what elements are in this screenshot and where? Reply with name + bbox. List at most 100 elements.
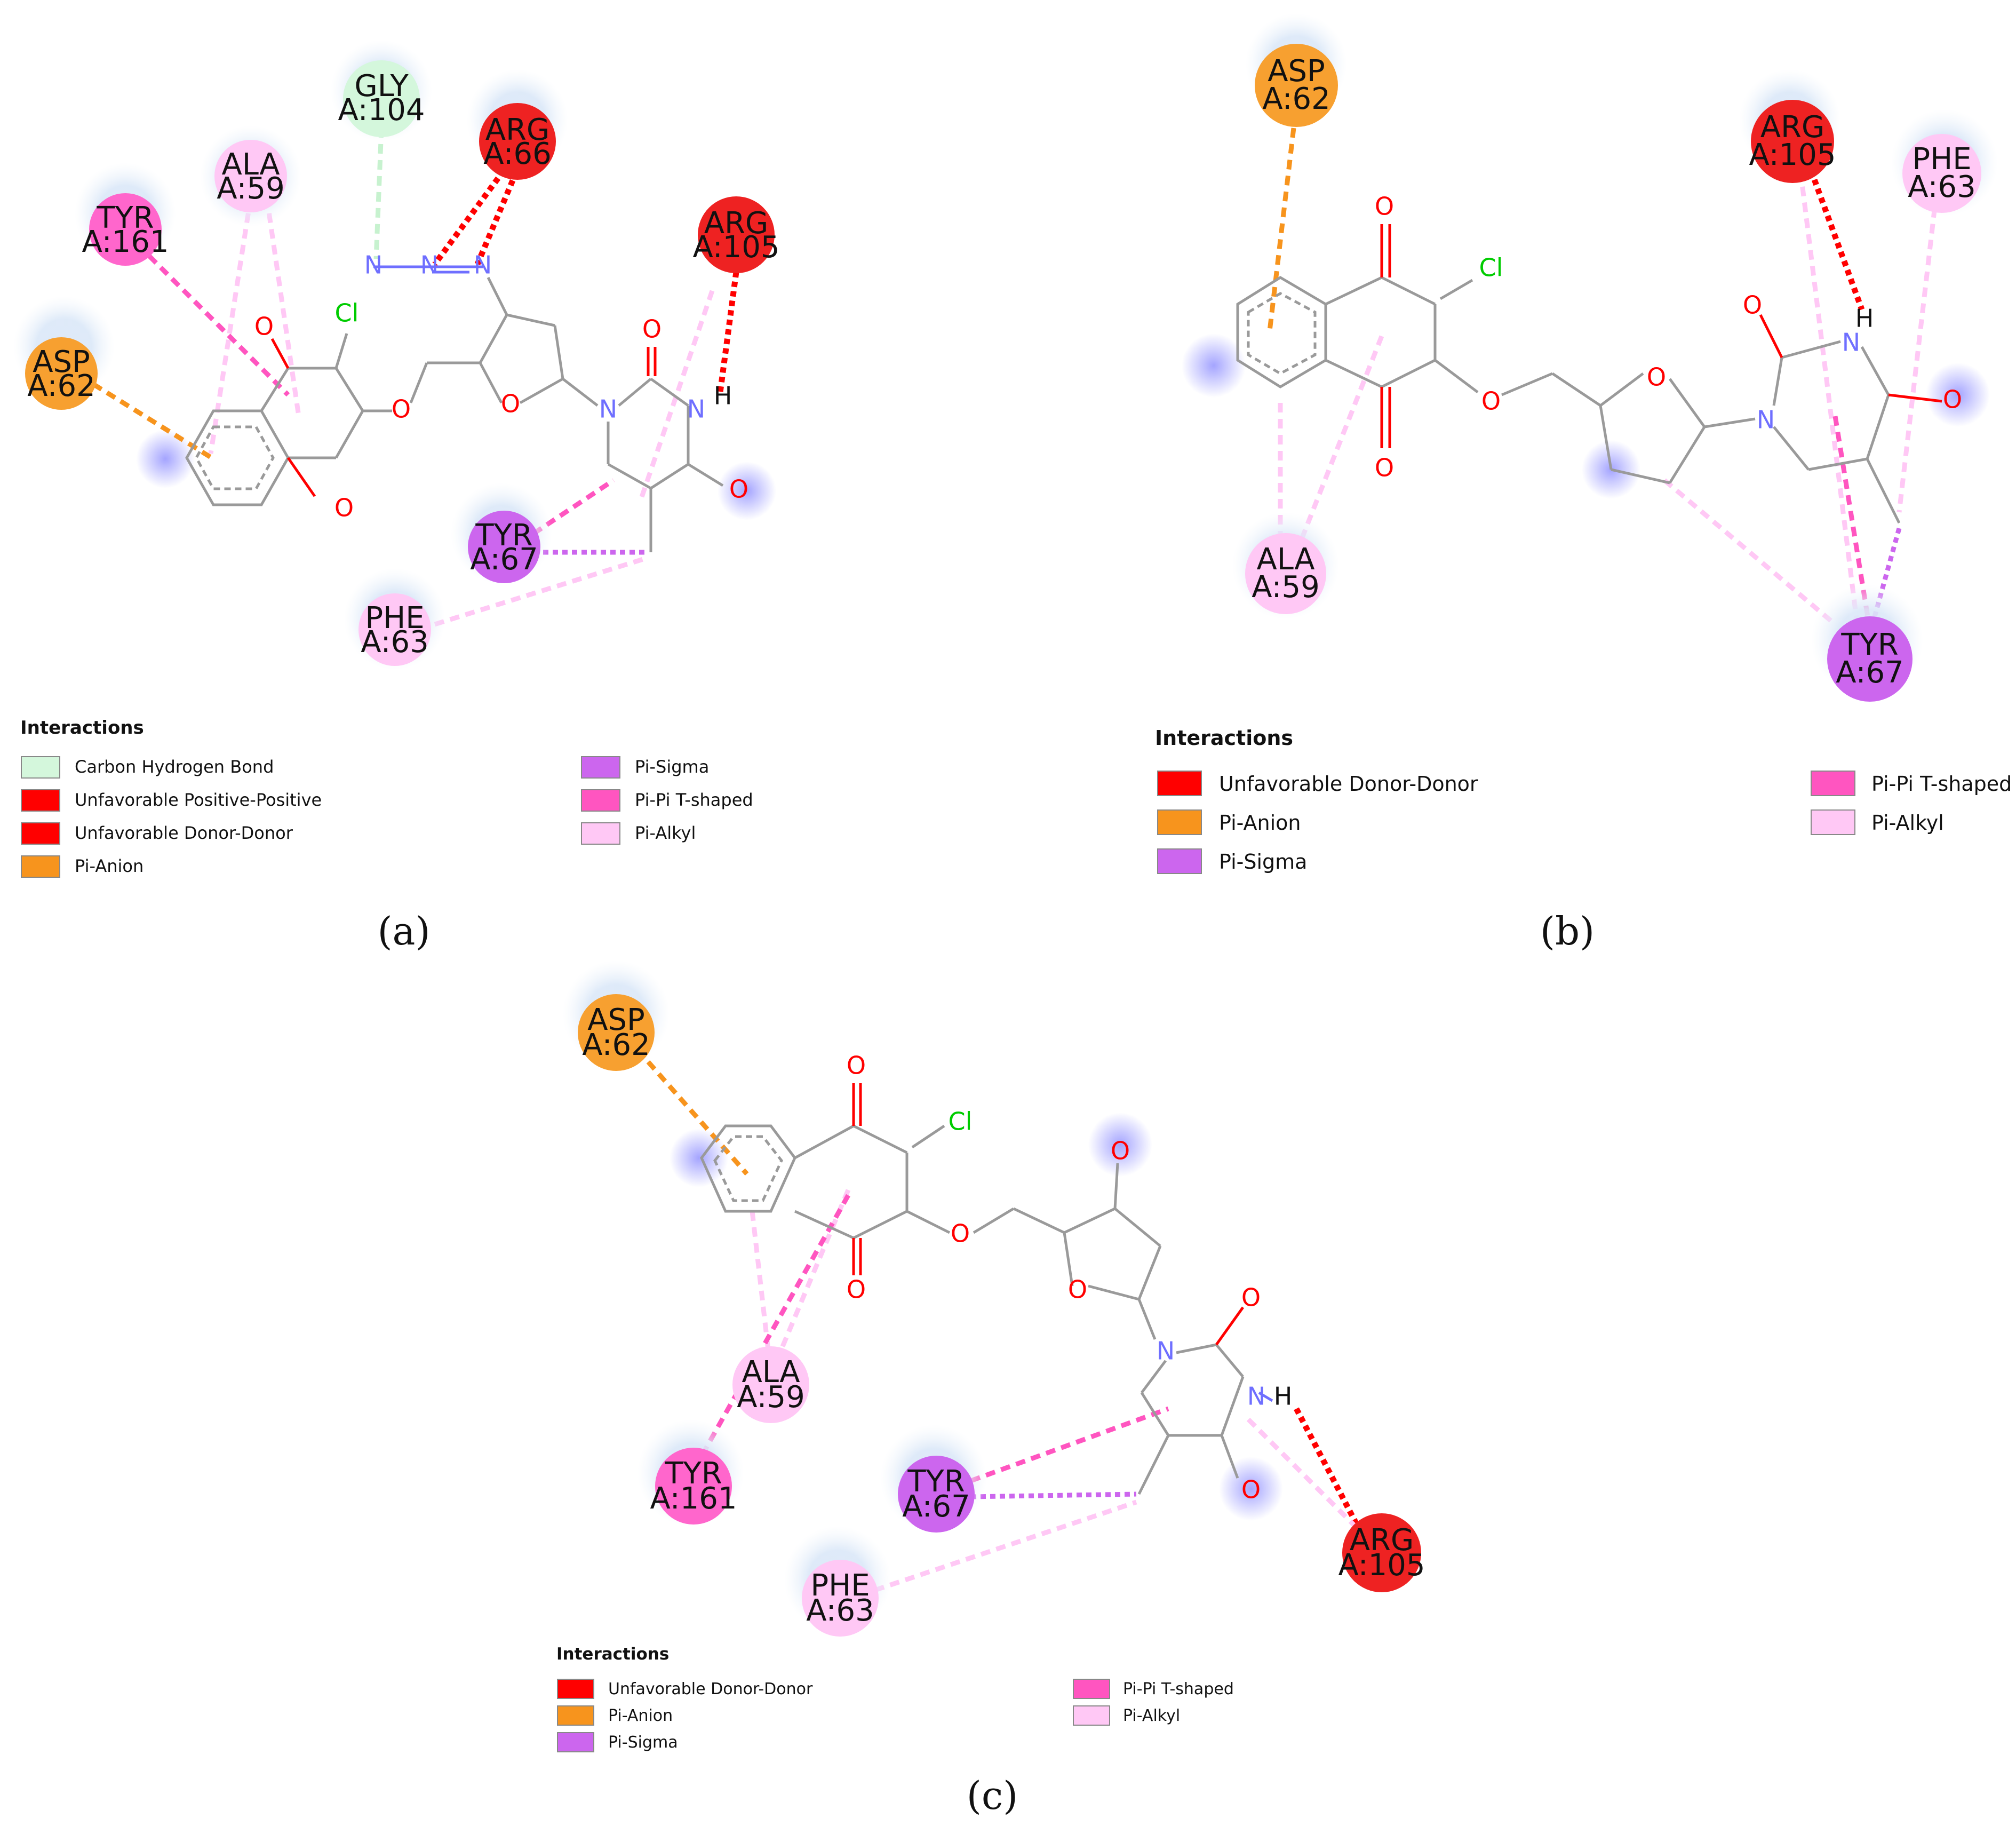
- svg-text:PHE: PHE: [365, 601, 424, 636]
- unfavorable-donor-line: [1294, 1407, 1363, 1533]
- pi-alkyl-line: [874, 1499, 1137, 1593]
- hydrogen-atom-label: H: [714, 382, 732, 410]
- pi-alkyl-line: [1897, 192, 1939, 513]
- residue-arg-66: ARG A:66: [467, 69, 568, 180]
- svg-text:A:66: A:66: [483, 137, 551, 171]
- pi-anion-line: [646, 1060, 749, 1176]
- hydrogen-atom-label: H: [1274, 1382, 1293, 1411]
- oxygen-atom-label: O: [334, 494, 354, 522]
- caption-b: (b): [1540, 909, 1595, 954]
- svg-text:A:62: A:62: [1262, 82, 1330, 116]
- svg-text:Pi-Sigma: Pi-Sigma: [608, 1733, 678, 1752]
- svg-text:A:67: A:67: [470, 542, 538, 577]
- svg-text:ASP: ASP: [587, 1003, 645, 1037]
- carbon-hydrogen-bond-line: [373, 128, 384, 259]
- svg-text:ALA: ALA: [742, 1355, 800, 1390]
- svg-text:Pi-Sigma: Pi-Sigma: [635, 757, 709, 777]
- pi-pi-line: [702, 1194, 850, 1453]
- svg-text:A:67: A:67: [902, 1489, 970, 1524]
- svg-text:Unfavorable Donor-Donor: Unfavorable Donor-Donor: [1219, 772, 1478, 796]
- pi-alkyl-line: [264, 197, 301, 417]
- svg-text:A:63: A:63: [806, 1593, 874, 1628]
- svg-text:Unfavorable Positive-Positive: Unfavorable Positive-Positive: [75, 790, 322, 810]
- legend-title: Interactions: [1155, 726, 1293, 750]
- legend-title: Interactions: [20, 717, 144, 739]
- residue-phe-63: PHE A:63: [784, 1526, 891, 1637]
- pi-alkyl-line: [776, 1189, 851, 1356]
- svg-text:PHE: PHE: [810, 1568, 870, 1603]
- oxygen-atom-label: O: [1111, 1137, 1130, 1165]
- svg-text:Pi-Anion: Pi-Anion: [608, 1706, 673, 1725]
- legend-c: Interactions Unfavorable Donor-Donor Pi-…: [556, 1645, 1234, 1752]
- svg-text:A:104: A:104: [338, 93, 425, 128]
- pi-anion-line: [1267, 128, 1296, 331]
- panel-a: Cl O O O O O O N N H N N N GLY A:104 ARG…: [13, 40, 780, 954]
- oxygen-atom-label: O: [1375, 192, 1394, 221]
- svg-text:ASP: ASP: [33, 345, 90, 379]
- oxygen-atom-label: O: [1481, 387, 1501, 416]
- residue-arg-105: ARG A:105: [692, 196, 780, 273]
- svg-text:Pi-Alkyl: Pi-Alkyl: [1871, 811, 1944, 835]
- solvent-glow: [718, 462, 776, 520]
- nitrogen-atom-label: N: [1757, 406, 1775, 434]
- svg-text:A:59: A:59: [1252, 570, 1319, 605]
- molecule-skeleton: [700, 1083, 1273, 1495]
- hydrogen-atom-label: H: [1855, 304, 1874, 333]
- nitrogen-atom-label: N: [1157, 1337, 1175, 1365]
- pi-alkyl-line: [434, 555, 649, 627]
- caption-c: (c): [967, 1773, 1018, 1818]
- interaction-lines: [92, 128, 739, 627]
- residue-tyr-161: TYR A:161: [638, 1419, 744, 1526]
- nitrogen-atom-label: N: [1247, 1382, 1265, 1411]
- solvent-glow: [1182, 334, 1246, 398]
- oxygen-atom-label: O: [642, 315, 662, 344]
- residue-asp-62: ASP A:62: [1246, 13, 1347, 127]
- panel-c: Cl O O O O O O O N N H ASP A:62 ALA A:59…: [556, 960, 1425, 1818]
- svg-text:Pi-Pi T-shaped: Pi-Pi T-shaped: [1871, 772, 2012, 796]
- solvent-glow: [670, 1129, 728, 1187]
- residue-gly-104: GLY A:104: [331, 40, 432, 141]
- oxygen-atom-label: O: [951, 1219, 970, 1248]
- pi-sigma-line: [1870, 527, 1902, 625]
- residue-tyr-67: TYR A:67: [880, 1425, 987, 1533]
- svg-text:ARG: ARG: [704, 206, 769, 241]
- svg-text:ALA: ALA: [221, 147, 280, 182]
- pi-alkyl-line: [1299, 335, 1384, 540]
- pi-sigma-line: [970, 1491, 1137, 1499]
- svg-text:Pi-Pi T-shaped: Pi-Pi T-shaped: [635, 790, 753, 810]
- svg-text:Carbon Hydrogen Bond: Carbon Hydrogen Bond: [75, 757, 274, 777]
- nitrogen-atom-label: N: [420, 251, 439, 280]
- residue-phe-63: PHE A:63: [1891, 109, 1998, 216]
- interaction-lines: [1267, 128, 1939, 630]
- svg-text:A:161: A:161: [82, 225, 169, 259]
- residue-arg-105: ARG A:105: [1338, 1513, 1425, 1592]
- oxygen-atom-label: O: [1375, 454, 1394, 482]
- unfavorable-positive-line: [432, 161, 512, 266]
- residue-ala-59: ALA A:59: [1232, 512, 1339, 619]
- solvent-glow: [1088, 1113, 1152, 1177]
- oxygen-atom-label: O: [1943, 385, 1962, 414]
- pi-alkyl-line: [1798, 170, 1859, 620]
- oxygen-atom-label: O: [847, 1275, 866, 1304]
- molecule-skeleton: [1236, 224, 1942, 524]
- svg-text:PHE: PHE: [1912, 142, 1971, 177]
- svg-text:A:62: A:62: [582, 1028, 650, 1062]
- residue-tyr-67: TYR A:67: [451, 483, 552, 584]
- svg-text:A:63: A:63: [1908, 170, 1975, 204]
- oxygen-atom-label: O: [729, 475, 748, 504]
- svg-text:A:105: A:105: [692, 230, 779, 265]
- legend-b: Interactions Unfavorable Donor-Donor Pi-…: [1155, 726, 2012, 874]
- svg-text:A:59: A:59: [737, 1380, 804, 1415]
- oxygen-atom-label: O: [1068, 1275, 1087, 1304]
- residue-ala-59: ALA A:59: [200, 125, 301, 227]
- residue-phe-63: PHE A:63: [344, 568, 445, 670]
- pi-pi-line: [147, 254, 290, 397]
- svg-text:A:59: A:59: [217, 171, 284, 206]
- chlorine-atom-label: Cl: [335, 299, 359, 328]
- legend-title: Interactions: [556, 1645, 669, 1664]
- residue-tyr-161: TYR A:161: [75, 163, 176, 266]
- interaction-lines: [646, 1060, 1368, 1593]
- legend-a: Interactions Carbon Hydrogen Bond Unfavo…: [20, 717, 753, 878]
- solvent-glow: [1926, 363, 1990, 427]
- svg-text:ARG: ARG: [485, 113, 550, 147]
